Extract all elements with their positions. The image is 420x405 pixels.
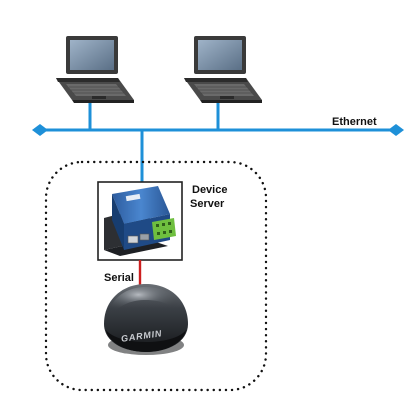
- ethernet-left-terminator: [32, 124, 48, 136]
- gps-receiver-icon: GARMIN: [104, 284, 188, 355]
- laptop-right-icon: [184, 36, 262, 103]
- site-boundary: [44, 160, 268, 392]
- ethernet-right-terminator: [388, 124, 404, 136]
- ethernet-label: Ethernet: [332, 116, 377, 128]
- device-server-label-line2: Server: [190, 198, 225, 210]
- ethernet-bus: [32, 100, 404, 182]
- device-server-icon: [104, 186, 176, 256]
- serial-label: Serial: [104, 272, 134, 284]
- device-server-label-line1: Device: [192, 184, 228, 196]
- laptop-left-icon: [56, 36, 134, 103]
